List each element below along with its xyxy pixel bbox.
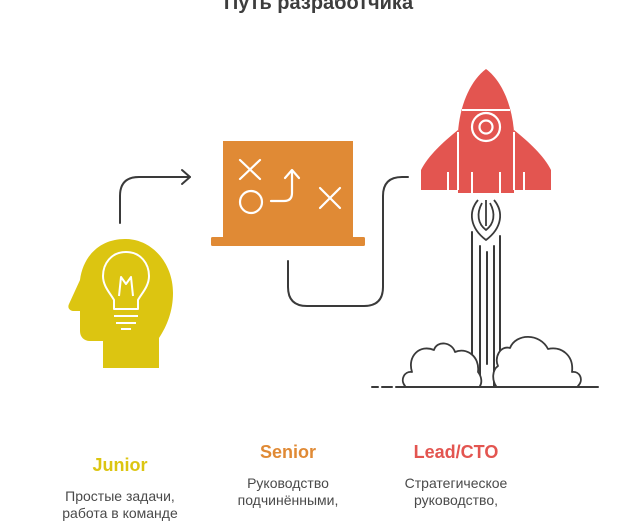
rocket-flame xyxy=(471,199,501,241)
stage-junior-title: Junior xyxy=(92,455,148,475)
junior-head-icon xyxy=(68,239,173,368)
stage-lead-desc-line: руководство, xyxy=(414,492,498,508)
page-title: Путь разработчика xyxy=(223,0,414,14)
stage-junior-desc-line: Простые задачи, xyxy=(65,488,175,504)
stage-senior: Senior Руководство подчинёнными, xyxy=(203,441,373,509)
lead-rocket-icon xyxy=(421,69,551,241)
stage-junior: Junior Простые задачи, работа в команде xyxy=(35,454,205,522)
smoke-clouds xyxy=(401,335,582,387)
rocket-window xyxy=(470,111,502,143)
stage-lead-desc-line: Стратегическое xyxy=(404,475,508,491)
tactics-marks xyxy=(238,158,342,215)
stage-senior-title: Senior xyxy=(259,442,316,462)
stage-lead-title: Lead/CTO xyxy=(413,442,499,462)
stage-lead-description: Стратегическое руководство, xyxy=(371,475,541,509)
stage-junior-desc-line: работа в команде xyxy=(62,505,178,521)
lightbulb-icon xyxy=(102,251,150,330)
senior-board-icon xyxy=(211,141,365,246)
stage-senior-description: Руководство подчинёнными, xyxy=(203,475,373,509)
connector-senior-to-lead xyxy=(287,176,409,307)
connector-junior-to-senior xyxy=(119,169,191,224)
stage-senior-desc-line: Руководство xyxy=(247,475,329,491)
stage-lead: Lead/CTO Стратегическое руководство, xyxy=(371,441,541,509)
stage-junior-description: Простые задачи, работа в команде xyxy=(35,488,205,522)
stage-senior-desc-line: подчинёнными, xyxy=(237,492,339,508)
